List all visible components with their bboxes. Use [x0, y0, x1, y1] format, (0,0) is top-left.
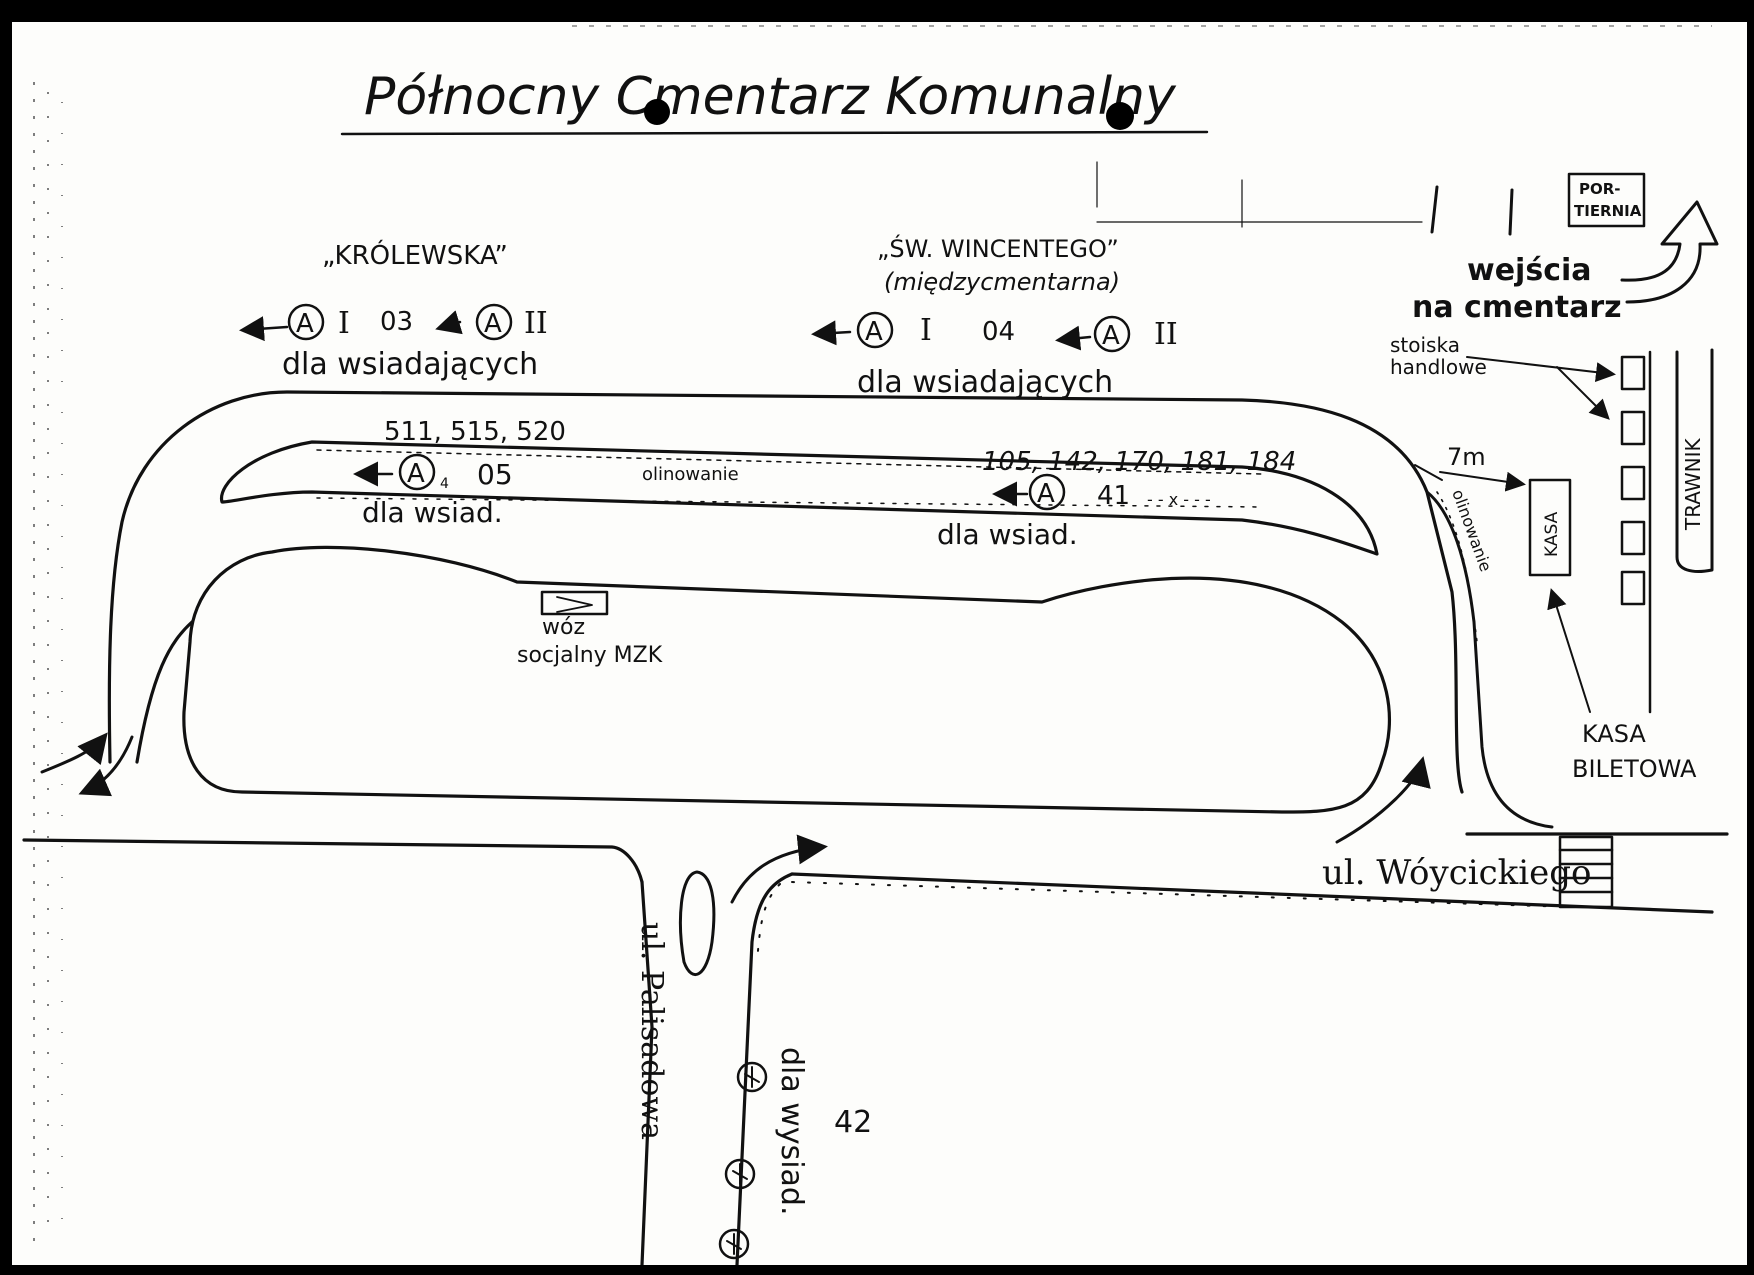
woycickiego-north-curb: [22, 838, 644, 884]
stop-subname: (międzycmentarna): [884, 268, 1120, 296]
platform-island: [219, 440, 1379, 556]
lawn-label: TRAWNIK: [1681, 437, 1705, 531]
palisadowa-west-curb: [640, 880, 654, 1265]
outer-loop-road: [107, 390, 1464, 794]
stop-number: 04: [982, 317, 1015, 347]
platform-number: I: [920, 313, 932, 348]
ticket-kiosk: [1528, 478, 1572, 577]
rope-label: olinowanie: [1448, 487, 1495, 574]
stop-number: 41: [1097, 481, 1130, 511]
platform-number: II: [1154, 317, 1178, 352]
title-underline: [340, 130, 1209, 136]
porter-lodge: [1567, 172, 1646, 228]
stop-note: dla wsiad.: [937, 518, 1078, 551]
palisadowa-east-curb: [735, 872, 794, 1265]
service-van-label: wóz: [542, 615, 585, 640]
stop-palisadowa-signs: [718, 1061, 768, 1260]
street-label-palisadowa: ul. Palisadowa: [634, 922, 669, 1140]
stop-number: 42: [834, 1105, 872, 1140]
stop-number: 05: [477, 458, 513, 491]
bus-lines: 105, 142, 170, 181, 184: [982, 447, 1296, 477]
platform-subscript: 4: [440, 476, 449, 492]
platform-number: I: [338, 306, 350, 341]
stop-name-krolewska: „KRÓLEWSKA”: [322, 239, 508, 271]
platform-number: II: [524, 306, 548, 341]
ticket-office-label: BILETOWA: [1572, 755, 1697, 783]
stalls-label: stoiska: [1390, 333, 1460, 357]
woycickiego-south-curb: [790, 872, 1714, 914]
bus-stop-icon: A: [1102, 321, 1120, 351]
stop-number: 03: [380, 307, 413, 337]
scan-noise: [33, 25, 1712, 1252]
stop-note: dla wsiadających: [282, 347, 538, 382]
ink-blot: [644, 99, 670, 125]
inner-loop-road: [135, 620, 194, 764]
stop-name-wincentego: „ŚW. WINCENTEGO”: [877, 233, 1119, 263]
bus-stop-icon: A: [865, 317, 883, 347]
bus-stop-icon: A: [407, 459, 425, 489]
entrance-label: wejścia: [1467, 253, 1592, 288]
ticket-kiosk-label: KASA: [1542, 511, 1562, 557]
porter-lodge-label: TIERNIA: [1574, 202, 1642, 220]
stop-wincentego-signs: A I 04 A II: [811, 311, 1178, 353]
stop-krolewska-signs: A I 03 A II: [239, 303, 548, 342]
distance-label: 7m: [1447, 443, 1486, 471]
service-van-label: socjalny MZK: [517, 643, 663, 668]
market-stalls: [1620, 355, 1646, 606]
bus-lines: 511, 515, 520: [384, 417, 566, 447]
stop-note: dla wysiad.: [774, 1047, 809, 1216]
rope-label: olinowanie: [642, 464, 739, 485]
dash-mark: - - x - - -: [1147, 490, 1211, 509]
bus-stop-icon: A: [484, 309, 502, 339]
map-drawing: Północny Cmentarz Komunalny POR-: [22, 25, 1729, 1265]
median-island: [679, 870, 716, 976]
ink-blot: [1106, 102, 1134, 130]
ticket-office-label: KASA: [1582, 720, 1646, 748]
rope-line: [316, 497, 1263, 508]
street-label-woycickiego: ul. Wóycickiego: [1322, 853, 1592, 893]
pedestrian-crossing: [1558, 835, 1614, 909]
porter-lodge-label: POR-: [1579, 180, 1621, 198]
service-van: [540, 590, 609, 616]
map-title: Północny Cmentarz Komunalny: [364, 67, 1177, 127]
entrance-label: na cmentarz: [1412, 290, 1622, 325]
bus-stop-icon: A: [1037, 479, 1055, 509]
bus-stop-icon: A: [296, 309, 314, 339]
map-sheet: Północny Cmentarz Komunalny POR-: [12, 22, 1747, 1265]
central-block: [182, 545, 1392, 814]
rope-line: [316, 449, 1263, 475]
stop-note: dla wsiad.: [362, 496, 503, 529]
lawn: [1675, 348, 1714, 573]
stalls-label: handlowe: [1390, 355, 1487, 379]
stop-note: dla wsiadających: [857, 365, 1113, 400]
entrance-arrow: [1620, 200, 1719, 304]
